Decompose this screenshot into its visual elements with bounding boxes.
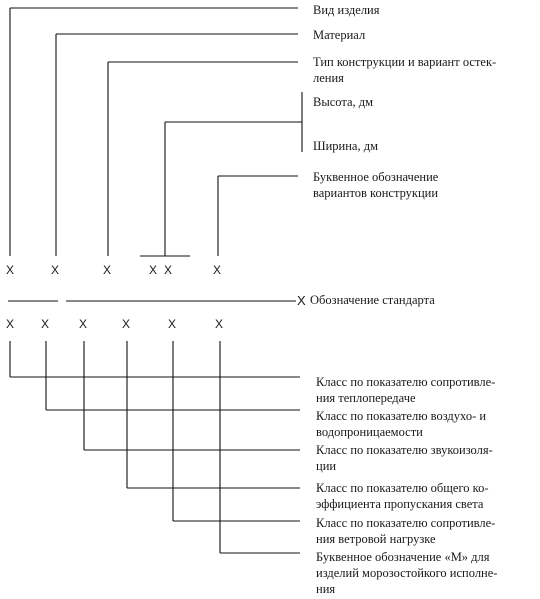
label-heat-line1: Класс по показателю сопротивле- — [316, 375, 496, 389]
placeholder-wind: X — [168, 317, 177, 331]
label-letter-code-line2: вариантов конструкции — [313, 186, 439, 200]
label-frost-line3: ния — [316, 582, 336, 596]
label-air-line1: Класс по показателю воздухо- и — [316, 409, 487, 423]
label-construction-type-line2: ления — [313, 71, 344, 85]
placeholder-material: X — [51, 263, 60, 277]
label-frost-line1: Буквенное обозначение «М» для — [316, 550, 490, 564]
label-wind-line2: ния ветровой нагрузке — [316, 532, 436, 546]
label-letter-code-line1: Буквенное обозначение — [313, 170, 439, 184]
placeholder-letter-code: X — [213, 263, 222, 277]
placeholder-light: X — [122, 317, 131, 331]
placeholder-frost: X — [215, 317, 224, 331]
placeholder-air: X — [41, 317, 50, 331]
placeholder-sound: X — [79, 317, 88, 331]
label-light-line1: Класс по показателю общего ко- — [316, 481, 489, 495]
label-material: Материал — [313, 28, 366, 42]
standard-placeholder: X — [297, 293, 306, 308]
label-frost-line2: изделий морозостойкого исполне- — [316, 566, 498, 580]
label-standard: Обозначение стандарта — [310, 293, 435, 307]
placeholder-heat: X — [6, 317, 15, 331]
label-construction-type-line1: Тип конструкции и вариант остек- — [313, 55, 497, 69]
label-product-type: Вид изделия — [313, 3, 380, 17]
label-width: Ширина, дм — [313, 139, 378, 153]
placeholder-height: X — [149, 263, 158, 277]
label-heat-line2: ния теплопередаче — [316, 391, 416, 405]
label-sound-line2: ции — [316, 459, 337, 473]
label-sound-line1: Класс по показателю звукоизоля- — [316, 443, 493, 457]
label-light-line2: эффициента пропускания света — [316, 497, 484, 511]
label-air-line2: водопроницаемости — [316, 425, 423, 439]
label-height: Высота, дм — [313, 95, 374, 109]
placeholder-product-type: X — [6, 263, 15, 277]
placeholder-width: X — [164, 263, 173, 277]
placeholder-construction-type: X — [103, 263, 112, 277]
label-wind-line1: Класс по показателю сопротивле- — [316, 516, 496, 530]
